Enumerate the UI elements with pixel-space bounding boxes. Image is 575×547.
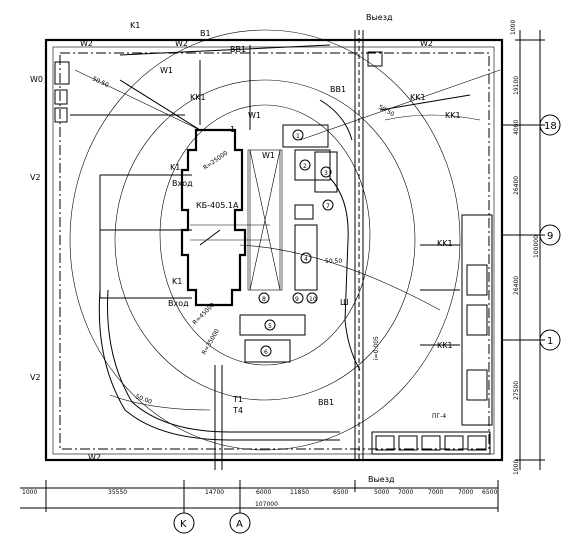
dim-right-2: 4000 bbox=[513, 120, 520, 135]
grade-label: i=0.005 bbox=[373, 336, 380, 360]
building-number: 1 bbox=[230, 125, 235, 134]
label-kk1e: KK1 bbox=[437, 341, 453, 350]
label-kk1d: KK1 bbox=[437, 239, 453, 248]
dim-right-0: 1000 bbox=[510, 20, 517, 35]
site-fence bbox=[44, 38, 504, 462]
label-vv1: BB1 bbox=[230, 45, 246, 54]
dim-bottom-0: 1000 bbox=[22, 489, 37, 496]
label-w1b: W1 bbox=[248, 111, 261, 120]
storage-block bbox=[294, 149, 331, 181]
label-kk1c: KK1 bbox=[445, 111, 461, 120]
radius-label-1: R=25000 bbox=[202, 150, 229, 172]
storage-number: 1 bbox=[296, 133, 300, 140]
dim-right-10: 27500 bbox=[513, 381, 520, 400]
dim-right-mid: 100000 bbox=[533, 235, 540, 258]
terrain-contours bbox=[74, 69, 501, 411]
right-dimensions: 1000 19100 4000 26400 100000 26400 27500… bbox=[510, 20, 545, 475]
label-w2d: W2 bbox=[88, 453, 101, 462]
label-entrance-1: Вход bbox=[172, 179, 193, 188]
label-t1: T1 bbox=[232, 395, 243, 404]
storage-number: 9 bbox=[295, 296, 299, 303]
storage-number: 7 bbox=[326, 203, 330, 210]
dim-bottom-10: 6500 bbox=[482, 489, 497, 496]
radius-label-3: R=35000 bbox=[201, 328, 221, 356]
dim-bottom-2: 14700 bbox=[205, 489, 224, 496]
utility-lines bbox=[70, 44, 471, 470]
label-entrance-2: Вход bbox=[168, 299, 189, 308]
axis-1: 1 bbox=[547, 336, 553, 347]
label-w1: W1 bbox=[160, 66, 173, 75]
storage-number: 4 bbox=[304, 256, 308, 263]
label-v2a: V2 bbox=[30, 173, 41, 182]
dim-bottom-1: 35550 bbox=[108, 489, 127, 496]
label-exit-top: Выезд bbox=[366, 13, 393, 22]
label-w0: W0 bbox=[30, 75, 43, 84]
storage-block bbox=[282, 124, 329, 148]
dim-right-5: 26400 bbox=[513, 276, 520, 295]
label-kk1: KK1 bbox=[190, 93, 206, 102]
label-vv1b: BB1 bbox=[330, 85, 346, 94]
storage-number: 3 bbox=[324, 170, 328, 177]
storage-block bbox=[239, 314, 306, 336]
storage-areas: 1 2 3 4 5 6 7 8 9 10 bbox=[239, 124, 338, 363]
label-kk1b: KK1 bbox=[410, 93, 426, 102]
label-vv1c: BB1 bbox=[318, 398, 334, 407]
label-v2b: V2 bbox=[30, 373, 41, 382]
label-k1b: K1 bbox=[172, 277, 182, 286]
storage-number: 10 bbox=[309, 296, 317, 303]
contour-label-1: 50.50 bbox=[91, 75, 110, 89]
dim-bottom-3: 6000 bbox=[256, 489, 271, 496]
crane-label: КБ-405.1А bbox=[196, 201, 239, 210]
axis-bubbles: 18 9 1 K A bbox=[173, 114, 561, 534]
label-k1c: K1 bbox=[170, 163, 180, 172]
storage-block bbox=[294, 204, 314, 220]
dim-bottom-6: 5000 bbox=[374, 489, 389, 496]
storage-number: 6 bbox=[264, 349, 268, 356]
storage-block bbox=[244, 339, 291, 363]
dim-bottom-total: 107000 bbox=[255, 501, 278, 508]
label-w1c: W1 bbox=[262, 151, 275, 160]
storage-block bbox=[294, 224, 318, 291]
dim-right-11: 1000 bbox=[513, 460, 520, 475]
contour-label-5: 50.00 bbox=[134, 393, 153, 406]
label-pg: ПГ-4 bbox=[432, 413, 446, 420]
label-exit-bottom: Выезд bbox=[368, 475, 395, 484]
label-w2a: W2 bbox=[80, 39, 93, 48]
temporary-buildings bbox=[54, 51, 493, 455]
storage-number: 8 bbox=[262, 296, 266, 303]
dim-right-1: 19100 bbox=[513, 76, 520, 95]
dim-right-3: 26400 bbox=[513, 176, 520, 195]
dim-bottom-4: 11850 bbox=[290, 489, 309, 496]
dim-bottom-7: 7000 bbox=[398, 489, 413, 496]
storage-number: 5 bbox=[268, 323, 272, 330]
bottom-dimensions: 1000 35550 14700 6000 11850 6500 5000 70… bbox=[20, 480, 499, 512]
dim-bottom-5: 6500 bbox=[333, 489, 348, 496]
storage-block bbox=[314, 151, 338, 193]
label-t4: T4 bbox=[232, 406, 243, 415]
label-b1: B1 bbox=[200, 29, 211, 38]
crane-zones bbox=[69, 29, 461, 451]
label-w2c: W2 bbox=[420, 39, 433, 48]
axis-9: 9 bbox=[547, 231, 553, 242]
label-k1: K1 bbox=[130, 21, 140, 30]
storage-number: 2 bbox=[303, 163, 307, 170]
axis-18: 18 bbox=[544, 121, 557, 132]
dim-bottom-8: 7000 bbox=[428, 489, 443, 496]
main-building: 1 bbox=[180, 125, 281, 307]
label-w: Ш bbox=[340, 298, 349, 307]
dim-bottom-9: 7000 bbox=[458, 489, 473, 496]
contour-label-3: 50.50 bbox=[325, 258, 342, 265]
axis-a: A bbox=[236, 519, 243, 530]
contour-label-2: 50.50 bbox=[377, 104, 396, 119]
label-w2b: W2 bbox=[175, 39, 188, 48]
axis-k: K bbox=[180, 519, 187, 530]
